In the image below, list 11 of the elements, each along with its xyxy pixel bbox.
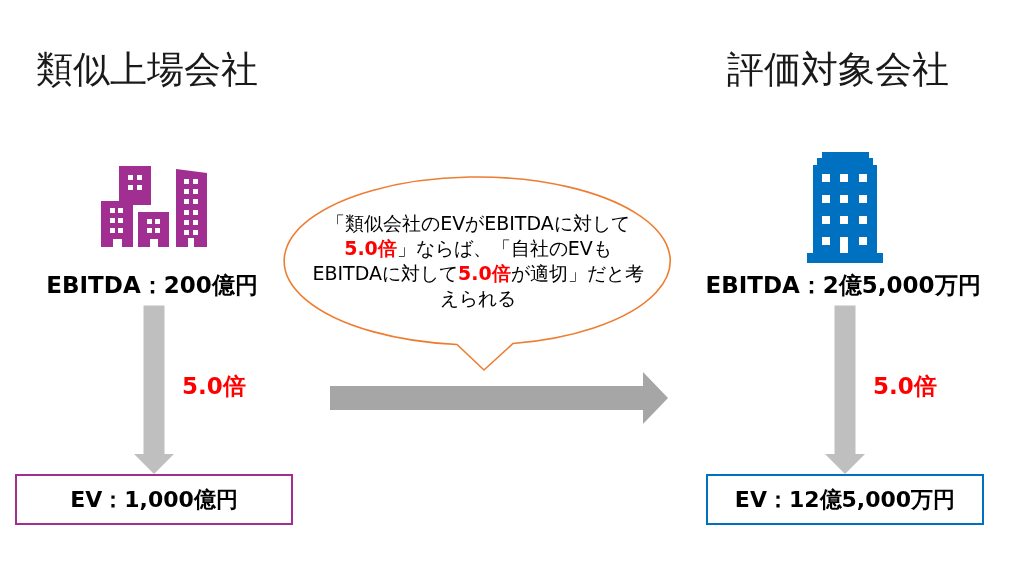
- speech-bubble: [283, 176, 673, 372]
- bubble-text: 「類似会社のEVがEBITDAに対して5.0倍」ならば、「自社のEVもEBITDAに対して5.0倍が適切」だと考えられる: [311, 211, 645, 311]
- edge-label: 5.0倍: [873, 372, 937, 401]
- heading: 類似上場会社: [36, 48, 258, 93]
- value-box: EV：1,000億円: [15, 474, 293, 525]
- edge-label: 5.0倍: [182, 372, 246, 401]
- heading: 評価対象会社: [727, 48, 949, 93]
- value-label: EBITDA：200億円: [46, 272, 258, 300]
- down-arrow: [134, 305, 174, 474]
- value-box: EV：12億5,000万円: [706, 474, 984, 525]
- value-label: EBITDA：2億5,000万円: [705, 272, 981, 300]
